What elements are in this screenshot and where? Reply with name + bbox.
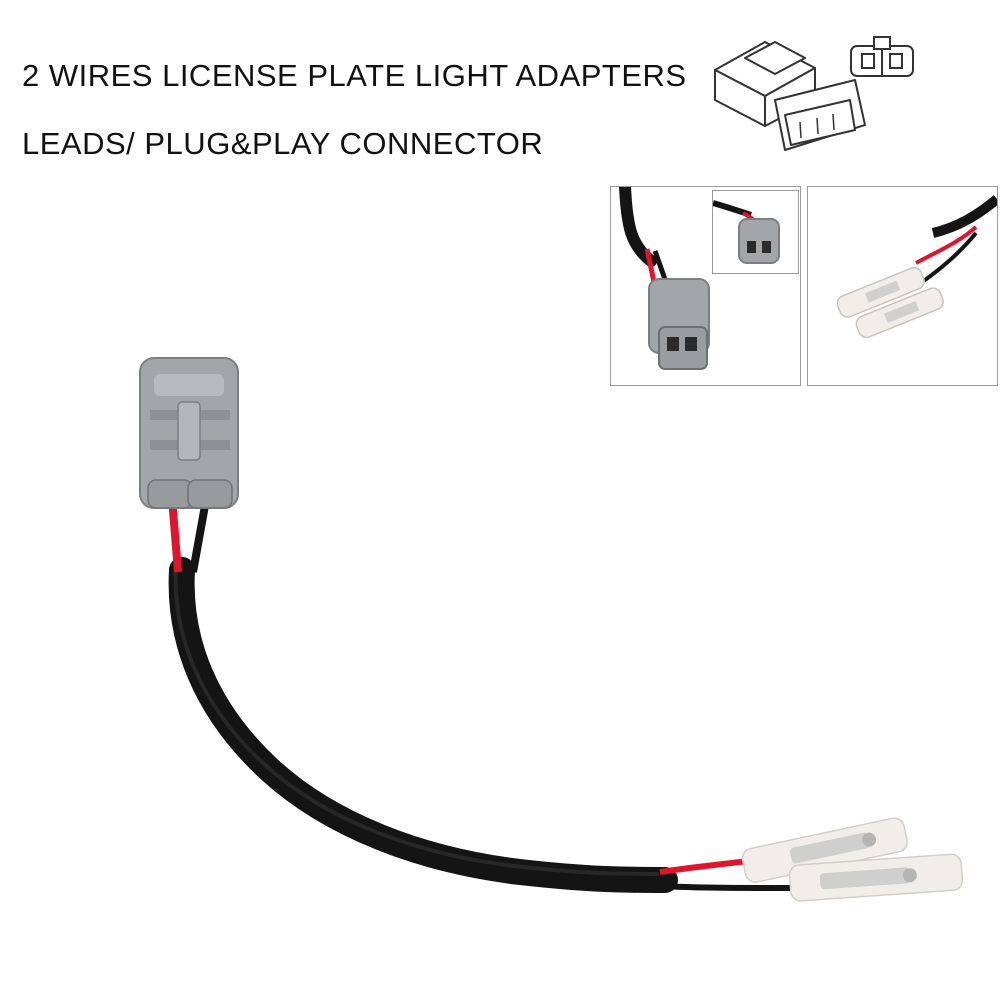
red-wire-upper <box>168 497 182 573</box>
gray-connector-main <box>139 357 239 509</box>
detail-panel-terminals <box>807 186 998 386</box>
headline-line-1: 2 WIRES LICENSE PLATE LIGHT ADAPTERS <box>22 58 687 93</box>
black-wire-upper <box>189 499 210 573</box>
inset-connector-face <box>712 190 799 274</box>
black-cable-sheath <box>168 557 678 893</box>
spade-terminal-black <box>788 853 964 902</box>
gray-connector-plug <box>648 278 710 370</box>
black-wire-lower <box>659 883 801 891</box>
connector-face-icon <box>848 34 916 84</box>
headline-line-2: LEADS/ PLUG&PLAY CONNECTOR <box>22 126 544 161</box>
connector-line-drawing-icon <box>705 30 875 170</box>
